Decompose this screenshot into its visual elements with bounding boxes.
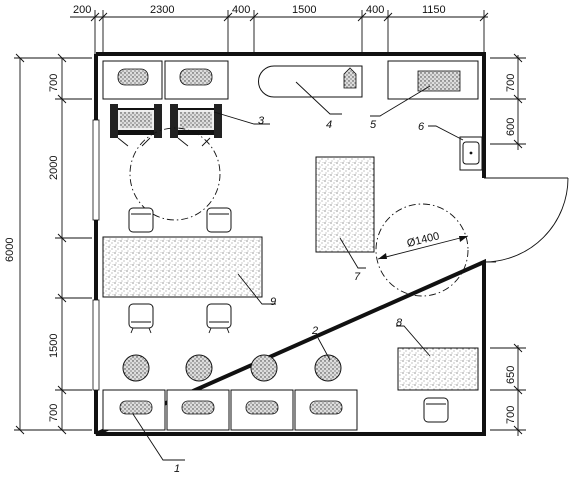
top-dimension-chain: 200 2300 400 1500 400 1150 <box>70 4 489 55</box>
office-chair-icon <box>206 207 232 233</box>
workstation-desk-icon <box>245 400 279 415</box>
diameter-circle: Ø1400 <box>375 203 469 297</box>
dim-left-700b: 700 <box>48 404 60 422</box>
sink-icon <box>459 136 483 171</box>
reception-counter <box>258 65 363 98</box>
armchair-right <box>170 104 222 147</box>
label-8: 8 <box>396 317 403 329</box>
dim-left-1500: 1500 <box>48 334 60 358</box>
armchair-left <box>110 104 162 147</box>
left-dimension-chain: 6000 700 2000 1500 700 <box>4 53 92 435</box>
dim-top-400: 400 <box>232 4 250 16</box>
dim-right-600: 600 <box>505 118 517 136</box>
dim-top-2300: 2300 <box>150 4 174 16</box>
dim-top-1500: 1500 <box>292 4 316 16</box>
label-1: 1 <box>174 463 180 475</box>
label-3: 3 <box>258 115 265 127</box>
office-chair-icon <box>206 303 232 334</box>
label-5: 5 <box>370 119 377 131</box>
stool-icon <box>122 354 150 382</box>
workstation-desk-icon <box>179 68 213 86</box>
top-desk-right <box>164 60 229 100</box>
turning-circle-icon <box>129 127 221 221</box>
table-7 <box>315 156 375 253</box>
dim-left-6000: 6000 <box>4 238 16 262</box>
meeting-table-9 <box>102 236 263 298</box>
office-chair-icon <box>423 397 449 423</box>
armchair-icon <box>110 104 118 138</box>
dim-left-2000: 2000 <box>48 156 60 180</box>
window-left-upper <box>92 119 100 221</box>
cabinet <box>387 60 479 100</box>
stool-icon <box>185 354 213 382</box>
diameter-label: Ø1400 <box>406 230 441 250</box>
label-7: 7 <box>354 271 361 283</box>
armchair-icon <box>170 104 178 138</box>
label-2: 2 <box>311 325 318 337</box>
dim-left-700: 700 <box>48 74 60 92</box>
dim-top-200: 200 <box>73 4 91 16</box>
label-6: 6 <box>418 121 425 133</box>
label-9: 9 <box>270 296 276 308</box>
chairs-top-row <box>128 207 232 233</box>
workstation-desk-icon <box>309 400 343 415</box>
office-chair-icon <box>128 207 154 233</box>
workstation-desk-icon <box>181 400 215 415</box>
workstation-desk-icon <box>117 68 149 86</box>
dim-right-700b: 700 <box>505 406 517 424</box>
office-chair-icon <box>128 303 154 334</box>
stool-icon <box>250 354 278 382</box>
door-swing-icon <box>483 177 569 263</box>
room-walls <box>92 52 486 436</box>
dim-right-650: 650 <box>505 366 517 384</box>
callouts: 1 2 3 4 5 6 7 8 9 <box>132 81 464 475</box>
side-table-8 <box>397 347 479 391</box>
chairs-bottom-row <box>128 303 232 334</box>
label-4: 4 <box>326 119 332 131</box>
workstation-desk-icon <box>119 400 153 415</box>
dim-right-700: 700 <box>505 74 517 92</box>
stools-row <box>122 354 342 382</box>
dim-top-400b: 400 <box>366 4 384 16</box>
dim-top-1150: 1150 <box>422 4 446 16</box>
right-dimension-chain: 700 600 650 700 <box>490 53 526 436</box>
stool-icon <box>314 354 342 382</box>
top-desk-left <box>102 60 163 100</box>
bottom-desks <box>102 389 358 431</box>
window-left-lower <box>92 299 100 391</box>
